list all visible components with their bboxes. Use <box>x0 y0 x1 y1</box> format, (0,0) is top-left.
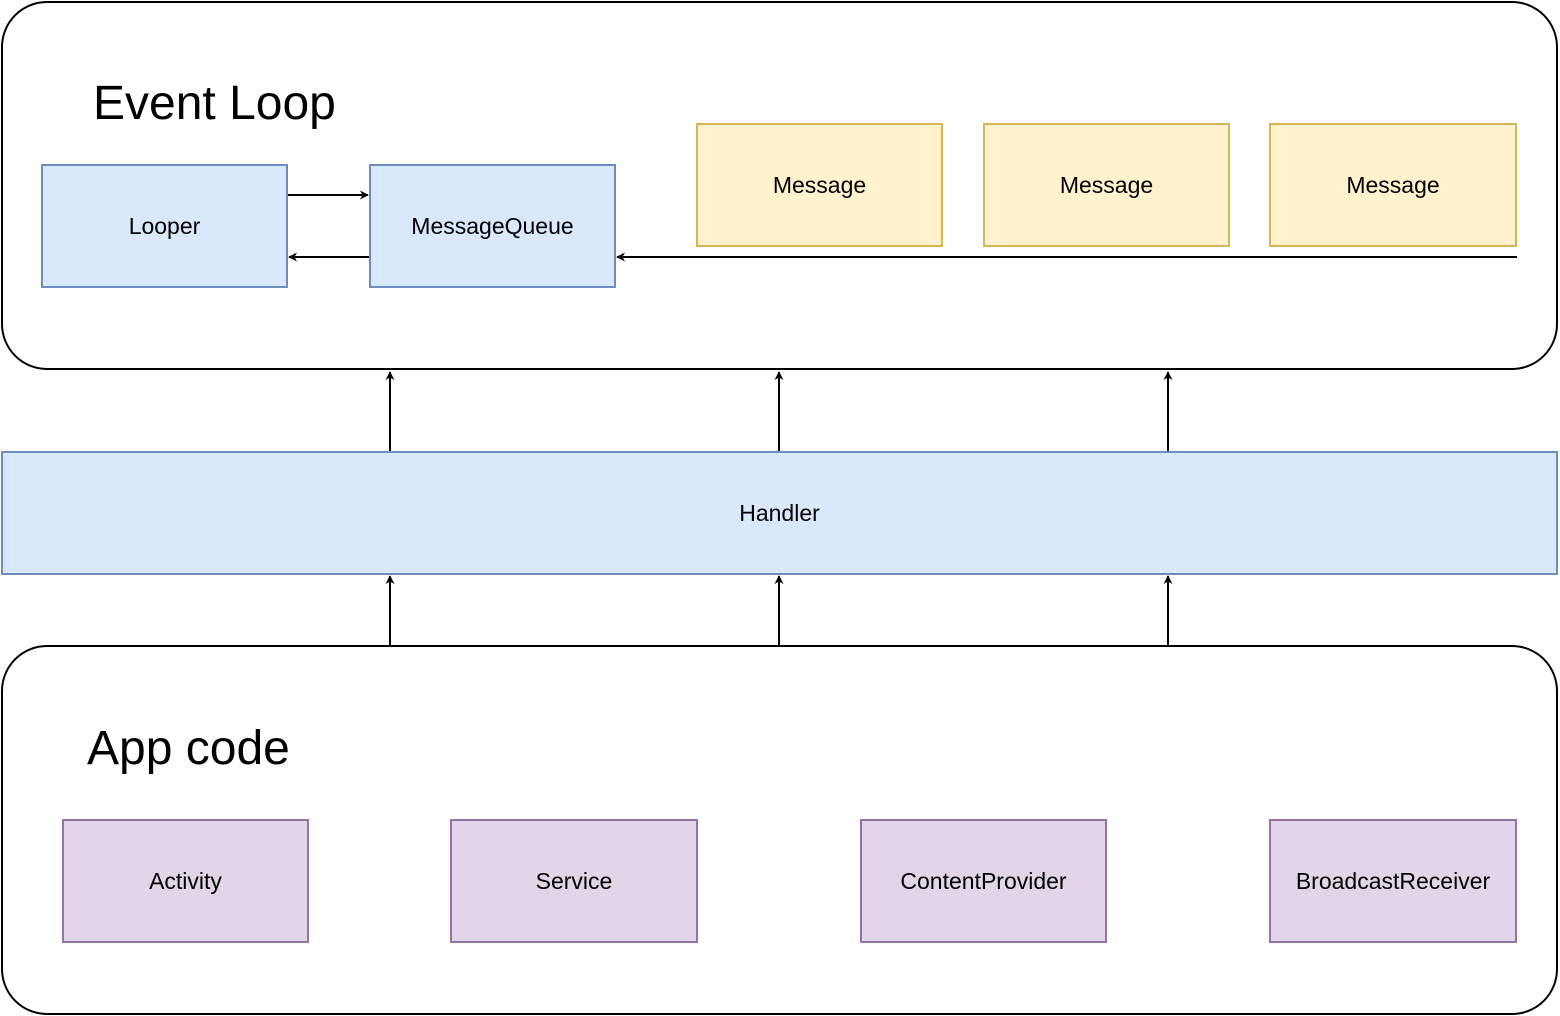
event-loop-title: Event Loop <box>93 77 336 130</box>
looper-box: Looper <box>41 164 288 288</box>
app-code-title: App code <box>87 722 290 775</box>
message-box: Message <box>1269 123 1517 247</box>
activity-box: Activity <box>62 819 309 943</box>
message-box: Message <box>983 123 1230 247</box>
content-provider-box: ContentProvider <box>860 819 1107 943</box>
broadcast-receiver-box: BroadcastReceiver <box>1269 819 1517 943</box>
handler-box: Handler <box>1 451 1558 575</box>
message-queue-box: MessageQueue <box>369 164 616 288</box>
message-box: Message <box>696 123 943 247</box>
service-box: Service <box>450 819 698 943</box>
